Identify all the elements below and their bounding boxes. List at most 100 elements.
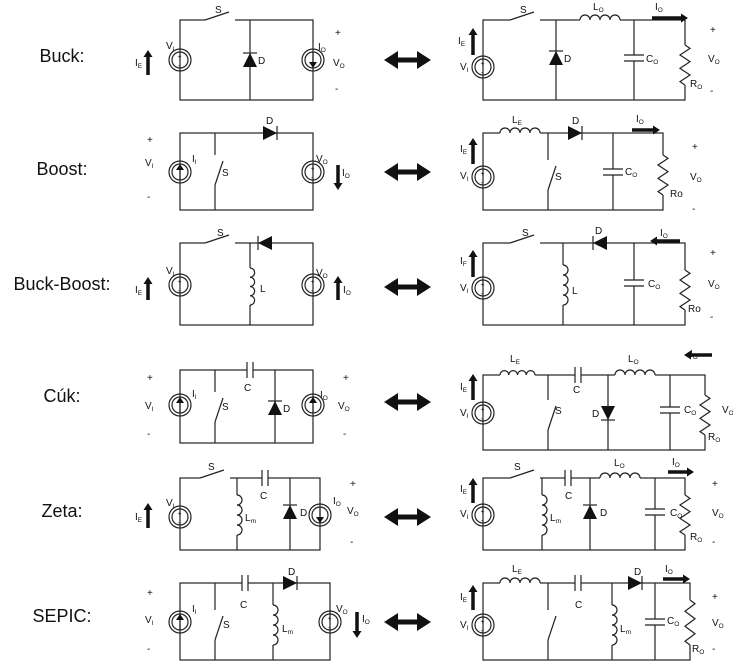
label-subscript: E bbox=[463, 387, 468, 394]
label-lo: LO bbox=[593, 2, 604, 14]
label-main: I bbox=[333, 496, 336, 507]
label-vo: VO bbox=[316, 154, 328, 166]
label-subscript: m bbox=[626, 629, 631, 636]
label-ro: Ro bbox=[670, 189, 683, 200]
label-ie: IE bbox=[460, 382, 468, 394]
label-c: C bbox=[573, 385, 580, 396]
label-main: V bbox=[712, 508, 719, 519]
label-minus: - bbox=[147, 192, 150, 203]
label-minus: - bbox=[147, 644, 150, 655]
switch-icon bbox=[212, 155, 224, 186]
label-d: D bbox=[266, 116, 273, 127]
label-main: L bbox=[550, 513, 556, 524]
label-if: IF bbox=[460, 256, 467, 268]
label-vo: VO bbox=[347, 506, 359, 518]
inductor-icon bbox=[271, 604, 279, 646]
label-subscript: E bbox=[518, 569, 523, 576]
label-subscript: I bbox=[467, 413, 469, 420]
equivalence-arrows bbox=[384, 51, 431, 631]
wire-gap bbox=[510, 475, 540, 481]
label-io: IO bbox=[342, 168, 350, 180]
label-main: I bbox=[655, 2, 658, 13]
svg-text:-: - bbox=[481, 291, 484, 298]
wire-gap bbox=[242, 581, 248, 585]
svg-text:-: - bbox=[481, 416, 484, 423]
label-main: C bbox=[565, 491, 572, 502]
label-minus: - bbox=[343, 429, 346, 440]
voltage-source-icon: +- bbox=[471, 401, 495, 425]
wire-gap bbox=[653, 509, 657, 515]
label-main: I bbox=[458, 36, 461, 47]
label-subscript: I bbox=[467, 288, 469, 295]
diode-icon bbox=[283, 504, 297, 519]
label-main: C bbox=[575, 600, 582, 611]
label-main: + bbox=[350, 479, 356, 490]
label-subscript: E bbox=[138, 517, 143, 524]
label-vi: VI bbox=[145, 615, 154, 627]
label-main: S bbox=[208, 462, 215, 473]
label-subscript: O bbox=[634, 359, 639, 366]
label-main: - bbox=[147, 429, 150, 440]
current-arrow-icon bbox=[468, 374, 478, 400]
label-subscript: m bbox=[251, 518, 256, 525]
label-subscript: O bbox=[632, 172, 637, 179]
label-main: R bbox=[690, 79, 697, 90]
current-arrow-icon bbox=[668, 467, 694, 477]
svg-text:-: - bbox=[481, 180, 484, 187]
current-arrow-icon bbox=[632, 125, 660, 135]
label-main: D bbox=[634, 567, 641, 578]
capacitor-icon bbox=[660, 406, 680, 414]
current-source-icon bbox=[168, 610, 192, 634]
label-main: V bbox=[145, 158, 152, 169]
label-main: Ro bbox=[670, 189, 683, 200]
wire-gap bbox=[545, 610, 551, 640]
label-subscript: O bbox=[674, 621, 679, 628]
label-main: V bbox=[708, 54, 715, 65]
label-main: S bbox=[215, 5, 222, 16]
voltage-source-icon: +- bbox=[168, 273, 192, 297]
label-c: C bbox=[240, 600, 247, 611]
label-subscript: I bbox=[467, 176, 469, 183]
diode-icon bbox=[263, 126, 278, 140]
label-subscript: O bbox=[697, 84, 702, 91]
wire-gap bbox=[262, 476, 268, 480]
label-co: CO bbox=[670, 508, 682, 520]
current-arrow-icon bbox=[468, 478, 478, 503]
label-main: V bbox=[708, 279, 715, 290]
label-s: S bbox=[217, 228, 224, 239]
inductor-icon bbox=[499, 127, 541, 135]
label-l: L bbox=[260, 284, 266, 295]
label-lo: LO bbox=[614, 458, 625, 470]
label-plus: + bbox=[712, 592, 718, 603]
label-subscript: I bbox=[173, 46, 175, 53]
label-main: V bbox=[166, 266, 173, 277]
label-d: D bbox=[595, 226, 602, 237]
wire-gap bbox=[545, 160, 551, 190]
diode-icon bbox=[592, 236, 607, 250]
label-ro: RO bbox=[690, 79, 702, 91]
label-subscript: I bbox=[467, 514, 469, 521]
svg-text:+: + bbox=[481, 407, 485, 414]
current-arrow-icon bbox=[143, 277, 153, 300]
wire-gap bbox=[575, 373, 581, 377]
switch-icon bbox=[545, 400, 557, 431]
label-main: I bbox=[690, 349, 693, 360]
label-plus: + bbox=[350, 479, 356, 490]
label-main: L bbox=[512, 564, 518, 575]
svg-text:+: + bbox=[481, 619, 485, 626]
label-main: D bbox=[266, 116, 273, 127]
label-plus: + bbox=[343, 373, 349, 384]
double-arrow-icon bbox=[384, 278, 431, 296]
label-main: V bbox=[460, 408, 467, 419]
label-co: CO bbox=[684, 405, 696, 417]
label-vi: VI bbox=[166, 266, 175, 278]
label-main: I bbox=[135, 285, 138, 296]
label-main: I bbox=[320, 390, 323, 401]
label-subscript: O bbox=[655, 284, 660, 291]
double-arrow-icon bbox=[384, 613, 431, 631]
label-io: IO bbox=[665, 564, 673, 576]
current-arrow-icon bbox=[468, 138, 478, 164]
